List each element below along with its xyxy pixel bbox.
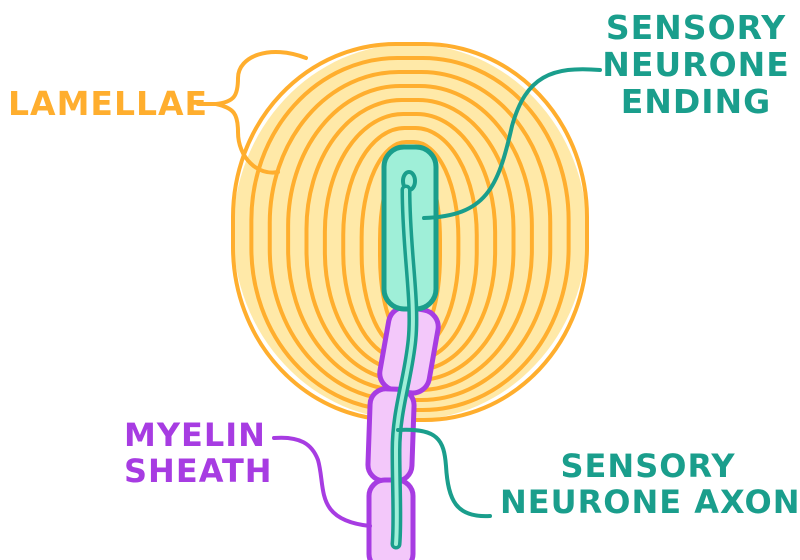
myelin-segment <box>366 477 416 560</box>
sensory-neurone-axon-label: SENSORY NEURONE AXON <box>500 447 800 521</box>
lamellae-label: LAMELLAE <box>8 84 209 123</box>
myelin-leader-line <box>272 435 372 528</box>
axon-leader-line <box>396 427 492 519</box>
ending-leader-line <box>422 67 602 220</box>
sensory-neurone-axon <box>390 184 419 550</box>
sensory-neurone-ending-label: SENSORY NEURONE ENDING <box>602 8 790 121</box>
myelin-sheath-label: MYELIN SHEATH <box>124 416 273 490</box>
